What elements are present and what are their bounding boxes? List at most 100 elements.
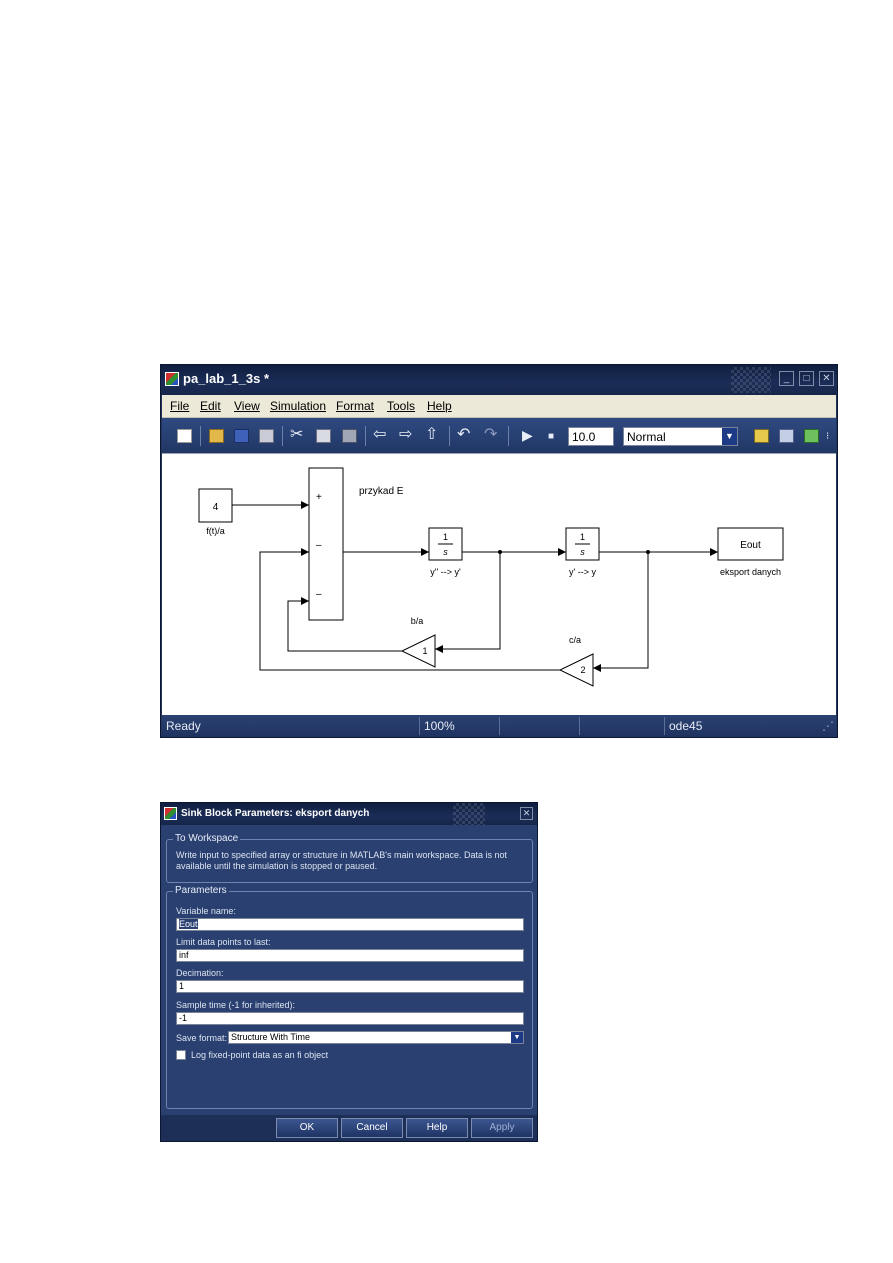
integrator-2-numerator: 1 [580, 532, 585, 542]
titlebar-pattern [453, 803, 485, 825]
menu-file[interactable]: File [170, 399, 190, 413]
resize-grip-icon[interactable]: ⋰ [822, 719, 834, 733]
model-annotation: przykad E [359, 486, 404, 497]
model-canvas[interactable]: przykad E 4 f(t)/a + – – 1 s y'' --> y' … [162, 453, 836, 716]
toolbar-separator [282, 426, 283, 446]
ok-button[interactable]: OK [276, 1118, 338, 1138]
save-format-value: Structure With Time [231, 1032, 311, 1042]
undo-icon[interactable]: ↶ [457, 426, 471, 443]
limit-data-points-label: Limit data points to last: [176, 937, 271, 947]
variable-name-input[interactable]: Eout [176, 918, 524, 931]
dialog-button-bar: OK Cancel Help Apply [161, 1115, 537, 1141]
to-workspace-group: To Workspace Write input to specified ar… [166, 833, 533, 883]
sum-block[interactable] [308, 467, 344, 621]
menu-simulation[interactable]: Simulation [270, 399, 327, 413]
up-arrow-icon[interactable]: ⇧ [425, 426, 439, 443]
gain-1-value: 1 [422, 646, 427, 656]
sum-sign-2: – [316, 540, 322, 551]
save-format-label: Save format: [176, 1033, 228, 1043]
window-title: pa_lab_1_3s * [183, 371, 270, 386]
statusbar: Ready 100% ode45 ⋰ [162, 715, 836, 737]
constant-block[interactable] [198, 488, 233, 523]
dialog-title: Sink Block Parameters: eksport danych [181, 808, 370, 819]
close-icon[interactable]: ✕ [520, 807, 533, 820]
status-state: Ready [166, 719, 201, 733]
play-icon[interactable]: ▶ [522, 427, 533, 443]
new-model-icon[interactable] [177, 429, 192, 443]
dialog-titlebar[interactable]: Sink Block Parameters: eksport danych ✕ [161, 803, 537, 825]
toolbar-overflow-icon[interactable]: ⁝ [826, 431, 830, 442]
menu-tools[interactable]: Tools [387, 399, 416, 413]
back-arrow-icon[interactable]: ⇦ [373, 426, 387, 443]
menu-help[interactable]: Help [427, 399, 452, 413]
simulink-app-icon [165, 372, 179, 386]
group-title-to-workspace: To Workspace [173, 833, 241, 844]
paste-icon[interactable] [342, 429, 357, 443]
menubar: File Edit View Simulation Format Tools H… [162, 395, 836, 418]
integrator-2-denominator: s [580, 547, 585, 557]
toolbar-separator [365, 426, 366, 446]
to-workspace-label: eksport danych [720, 567, 781, 577]
block-description: Write input to specified array or struct… [176, 850, 507, 872]
sample-time-label: Sample time (-1 for inherited): [176, 1000, 296, 1010]
variable-name-label: Variable name: [176, 906, 236, 916]
integrator-1-label: y'' --> y' [430, 567, 461, 577]
library-browser-icon[interactable] [779, 429, 794, 443]
forward-arrow-icon[interactable]: ⇨ [399, 426, 413, 443]
menu-format[interactable]: Format [336, 399, 375, 413]
integrator-1-denominator: s [443, 547, 448, 557]
print-icon[interactable] [259, 429, 274, 443]
log-fixed-point-checkbox[interactable] [176, 1050, 186, 1060]
description-line-1: Write input to specified array or struct… [176, 850, 508, 860]
toolbar-separator [200, 426, 201, 446]
help-button[interactable]: Help [406, 1118, 468, 1138]
model-titlebar[interactable]: pa_lab_1_3s * _ □ ✕ [161, 365, 837, 395]
constant-label: f(t)/a [206, 526, 225, 536]
cancel-button[interactable]: Cancel [341, 1118, 403, 1138]
cut-icon[interactable]: ✂ [290, 426, 304, 443]
apply-button[interactable]: Apply [471, 1118, 533, 1138]
parameters-group: Parameters [166, 885, 533, 1109]
constant-value: 4 [213, 502, 219, 513]
model-explorer-icon[interactable] [804, 429, 819, 443]
redo-icon[interactable]: ↷ [484, 426, 498, 443]
titlebar-pattern [731, 367, 771, 393]
minimize-icon[interactable]: _ [779, 371, 794, 386]
signal-gain-1-to-sum[interactable] [287, 597, 402, 652]
menu-view[interactable]: View [234, 399, 260, 413]
stop-time-input[interactable]: 10.0 [568, 427, 614, 446]
status-empty-1 [499, 717, 579, 735]
menu-edit[interactable]: Edit [200, 399, 221, 413]
close-icon[interactable]: ✕ [819, 371, 834, 386]
signal-feedback-to-gain-2[interactable] [593, 552, 649, 672]
simulink-app-icon [164, 807, 177, 820]
sum-sign-3: – [316, 589, 322, 600]
chevron-down-icon[interactable]: ▼ [511, 1032, 523, 1043]
log-fixed-point-label: Log fixed-point data as an fi object [191, 1050, 329, 1060]
signal-feedback-to-gain-1[interactable] [435, 552, 501, 653]
sample-time-input[interactable]: -1 [176, 1012, 524, 1025]
save-icon[interactable] [234, 429, 249, 443]
simulation-mode-select[interactable]: Normal ▼ [623, 427, 738, 446]
gain-2-label: c/a [569, 635, 581, 645]
build-icon[interactable] [754, 429, 769, 443]
stop-icon[interactable]: ■ [548, 431, 555, 442]
variable-name-value: Eout [179, 919, 198, 929]
to-workspace-block[interactable] [717, 527, 784, 561]
block-diagram: przykad E 4 f(t)/a + – – 1 s y'' --> y' … [198, 467, 784, 687]
copy-icon[interactable] [316, 429, 331, 443]
gain-2-block[interactable] [558, 653, 594, 687]
save-format-select[interactable]: Structure With Time ▼ [228, 1031, 524, 1044]
model-window: pa_lab_1_3s * _ □ ✕ File Edit View Simul… [160, 364, 838, 738]
signal-gain-2-to-sum[interactable] [259, 548, 560, 671]
maximize-icon[interactable]: □ [799, 371, 814, 386]
limit-data-points-input[interactable]: inf [176, 949, 524, 962]
integrator-2-label: y' --> y [569, 567, 596, 577]
toolbar: ✂ ⇦ ⇨ ⇧ ↶ ↷ ▶ ■ 10.0 Normal ▼ ⁝ [162, 418, 836, 452]
open-folder-icon[interactable] [209, 429, 224, 443]
decimation-input[interactable]: 1 [176, 980, 524, 993]
chevron-down-icon[interactable]: ▼ [722, 428, 737, 445]
gain-1-block[interactable] [400, 634, 436, 668]
group-title-parameters: Parameters [173, 885, 229, 896]
toolbar-separator [508, 426, 509, 446]
